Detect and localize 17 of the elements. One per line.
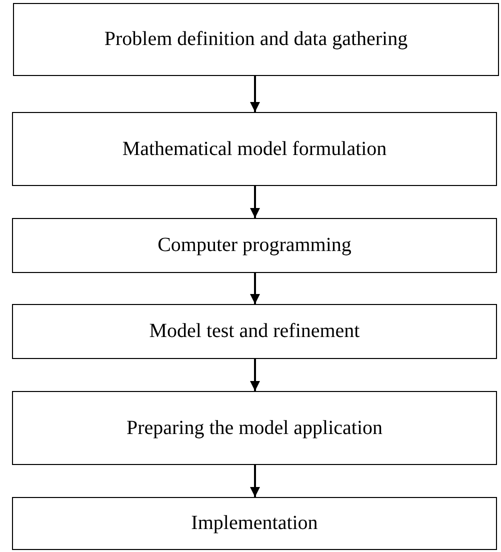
arrow xyxy=(250,465,260,497)
step-label: Implementation xyxy=(191,512,318,535)
process-box xyxy=(13,3,499,76)
process-box xyxy=(12,391,497,465)
process-box xyxy=(12,218,497,273)
process-box xyxy=(12,497,497,550)
process-box xyxy=(12,304,497,359)
arrow xyxy=(250,273,260,304)
arrow xyxy=(250,76,260,112)
process-box xyxy=(12,112,497,186)
step-label: Model test and refinement xyxy=(149,320,360,343)
step-label: Computer programming xyxy=(158,234,352,257)
step-label: Preparing the model application xyxy=(126,416,383,440)
step-label: Problem definition and data gathering xyxy=(104,28,408,51)
arrow xyxy=(250,186,260,218)
step-label: Mathematical model formulation xyxy=(122,138,387,160)
arrow xyxy=(250,359,260,391)
